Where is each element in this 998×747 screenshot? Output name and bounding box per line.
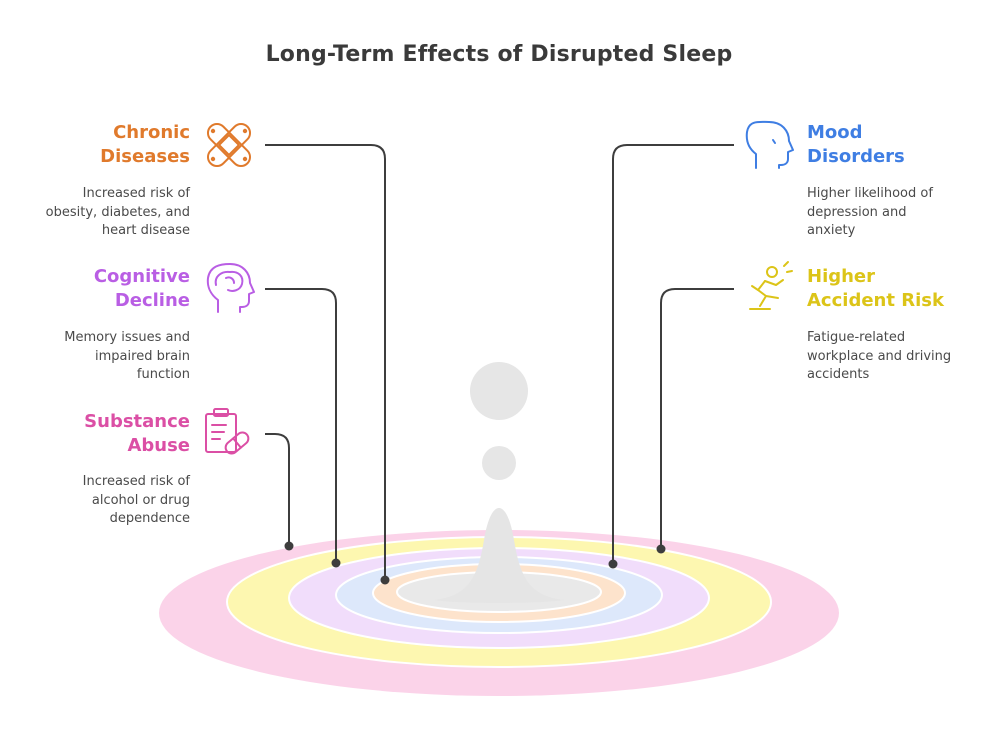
connector-mood bbox=[612, 144, 734, 564]
description-line: Increased risk of bbox=[82, 474, 190, 489]
connector-cognitive bbox=[265, 288, 337, 563]
connector-accident bbox=[660, 288, 734, 549]
description-line: obesity, diabetes, and bbox=[45, 204, 190, 220]
description-line: dependence bbox=[109, 511, 190, 526]
dot-mood bbox=[608, 559, 618, 569]
description-line: accidents bbox=[807, 367, 870, 382]
heading-line: Disorders bbox=[807, 146, 905, 167]
dot-substance bbox=[284, 541, 294, 551]
connector-substance bbox=[265, 433, 290, 546]
brain-head-icon bbox=[206, 263, 255, 313]
description-line: heart disease bbox=[101, 223, 190, 238]
mood-disorders-description: Higher likelihood of depression and anxi… bbox=[807, 185, 933, 241]
cognitive-decline-description: Memory issues and impaired brain functio… bbox=[64, 329, 190, 385]
accident-risk-description: Fatigue-related workplace and driving ac… bbox=[807, 329, 951, 385]
description-line: alcohol or drug bbox=[91, 492, 190, 508]
description-line: Increased risk of bbox=[82, 186, 190, 201]
droplet-small bbox=[482, 446, 516, 480]
mood-disorders-heading: Mood Disorders bbox=[807, 121, 905, 169]
description-line: anxiety bbox=[807, 223, 856, 238]
substance-abuse-heading: Substance Abuse bbox=[84, 410, 190, 458]
description-line: workplace and driving bbox=[807, 348, 952, 364]
description-line: Memory issues and bbox=[64, 330, 190, 345]
falling-person-icon bbox=[749, 261, 793, 310]
heading-line: Accident Risk bbox=[807, 290, 944, 311]
description-line: impaired brain bbox=[95, 348, 190, 364]
heading-line: Substance bbox=[84, 411, 190, 432]
dot-accident bbox=[656, 544, 666, 554]
description-line: depression and bbox=[807, 204, 907, 220]
prescription-pill-icon bbox=[205, 408, 250, 455]
substance-abuse-description: Increased risk of alcohol or drug depend… bbox=[83, 473, 190, 529]
heading-line: Diseases bbox=[100, 146, 190, 167]
connector-chronic bbox=[265, 144, 386, 580]
page-title: Long-Term Effects of Disrupted Sleep bbox=[265, 42, 733, 67]
head-profile-icon bbox=[745, 120, 794, 169]
heading-line: Decline bbox=[114, 290, 190, 311]
heading-line: Mood bbox=[807, 122, 863, 143]
dot-chronic bbox=[380, 575, 390, 585]
splash-peak bbox=[434, 508, 564, 603]
heading-line: Higher bbox=[807, 266, 876, 287]
description-line: Higher likelihood of bbox=[807, 186, 933, 201]
description-line: function bbox=[136, 367, 190, 382]
dot-cognitive bbox=[331, 558, 341, 568]
description-line: Fatigue-related bbox=[807, 330, 906, 345]
chronic-diseases-heading: Chronic Diseases bbox=[100, 121, 190, 169]
accident-risk-heading: Higher Accident Risk bbox=[807, 265, 944, 313]
cognitive-decline-heading: Cognitive Decline bbox=[94, 265, 190, 313]
droplet-large bbox=[470, 362, 528, 420]
heading-line: Abuse bbox=[127, 435, 190, 456]
bandage-icon bbox=[206, 122, 252, 168]
heading-line: Chronic bbox=[113, 122, 190, 143]
chronic-diseases-description: Increased risk of obesity, diabetes, and… bbox=[46, 185, 190, 241]
heading-line: Cognitive bbox=[93, 266, 190, 287]
